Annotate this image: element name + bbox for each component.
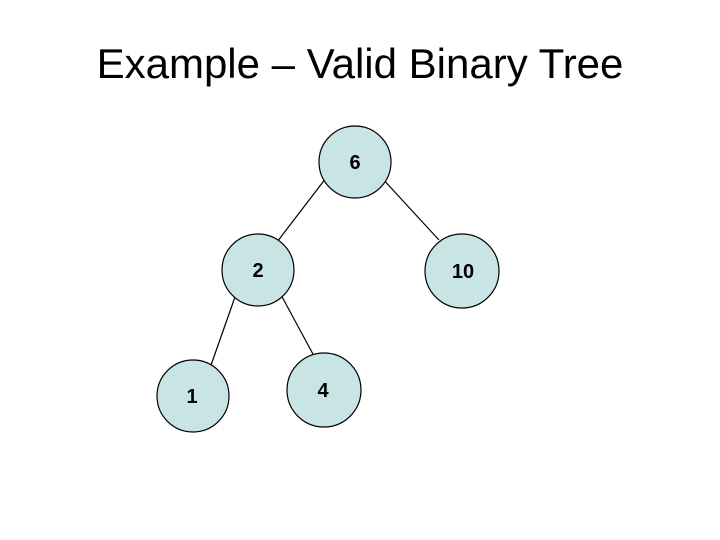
- node-circle: [156, 359, 230, 433]
- node-label: 6: [349, 152, 360, 174]
- tree-edge-6-2: [276, 177, 327, 243]
- node-circle: [424, 233, 500, 309]
- tree-edge-2-1: [209, 296, 236, 369]
- tree-node-6: 6: [318, 125, 392, 199]
- tree-node-1: 1: [156, 359, 230, 433]
- tree-edge-6-10: [380, 176, 440, 241]
- node-label: 10: [452, 261, 474, 283]
- node-label: 4: [317, 380, 329, 402]
- tree-edge-2-4: [279, 292, 315, 357]
- tree-node-4: 4: [286, 352, 362, 428]
- node-label: 1: [186, 386, 197, 408]
- node-circle: [286, 352, 362, 428]
- node-label: 2: [252, 260, 263, 282]
- tree-node-2: 2: [221, 233, 295, 307]
- node-circle: [221, 233, 295, 307]
- tree-node-10: 10: [424, 233, 500, 309]
- node-circle: [318, 125, 392, 199]
- slide-title: Example – Valid Binary Tree: [96, 40, 624, 87]
